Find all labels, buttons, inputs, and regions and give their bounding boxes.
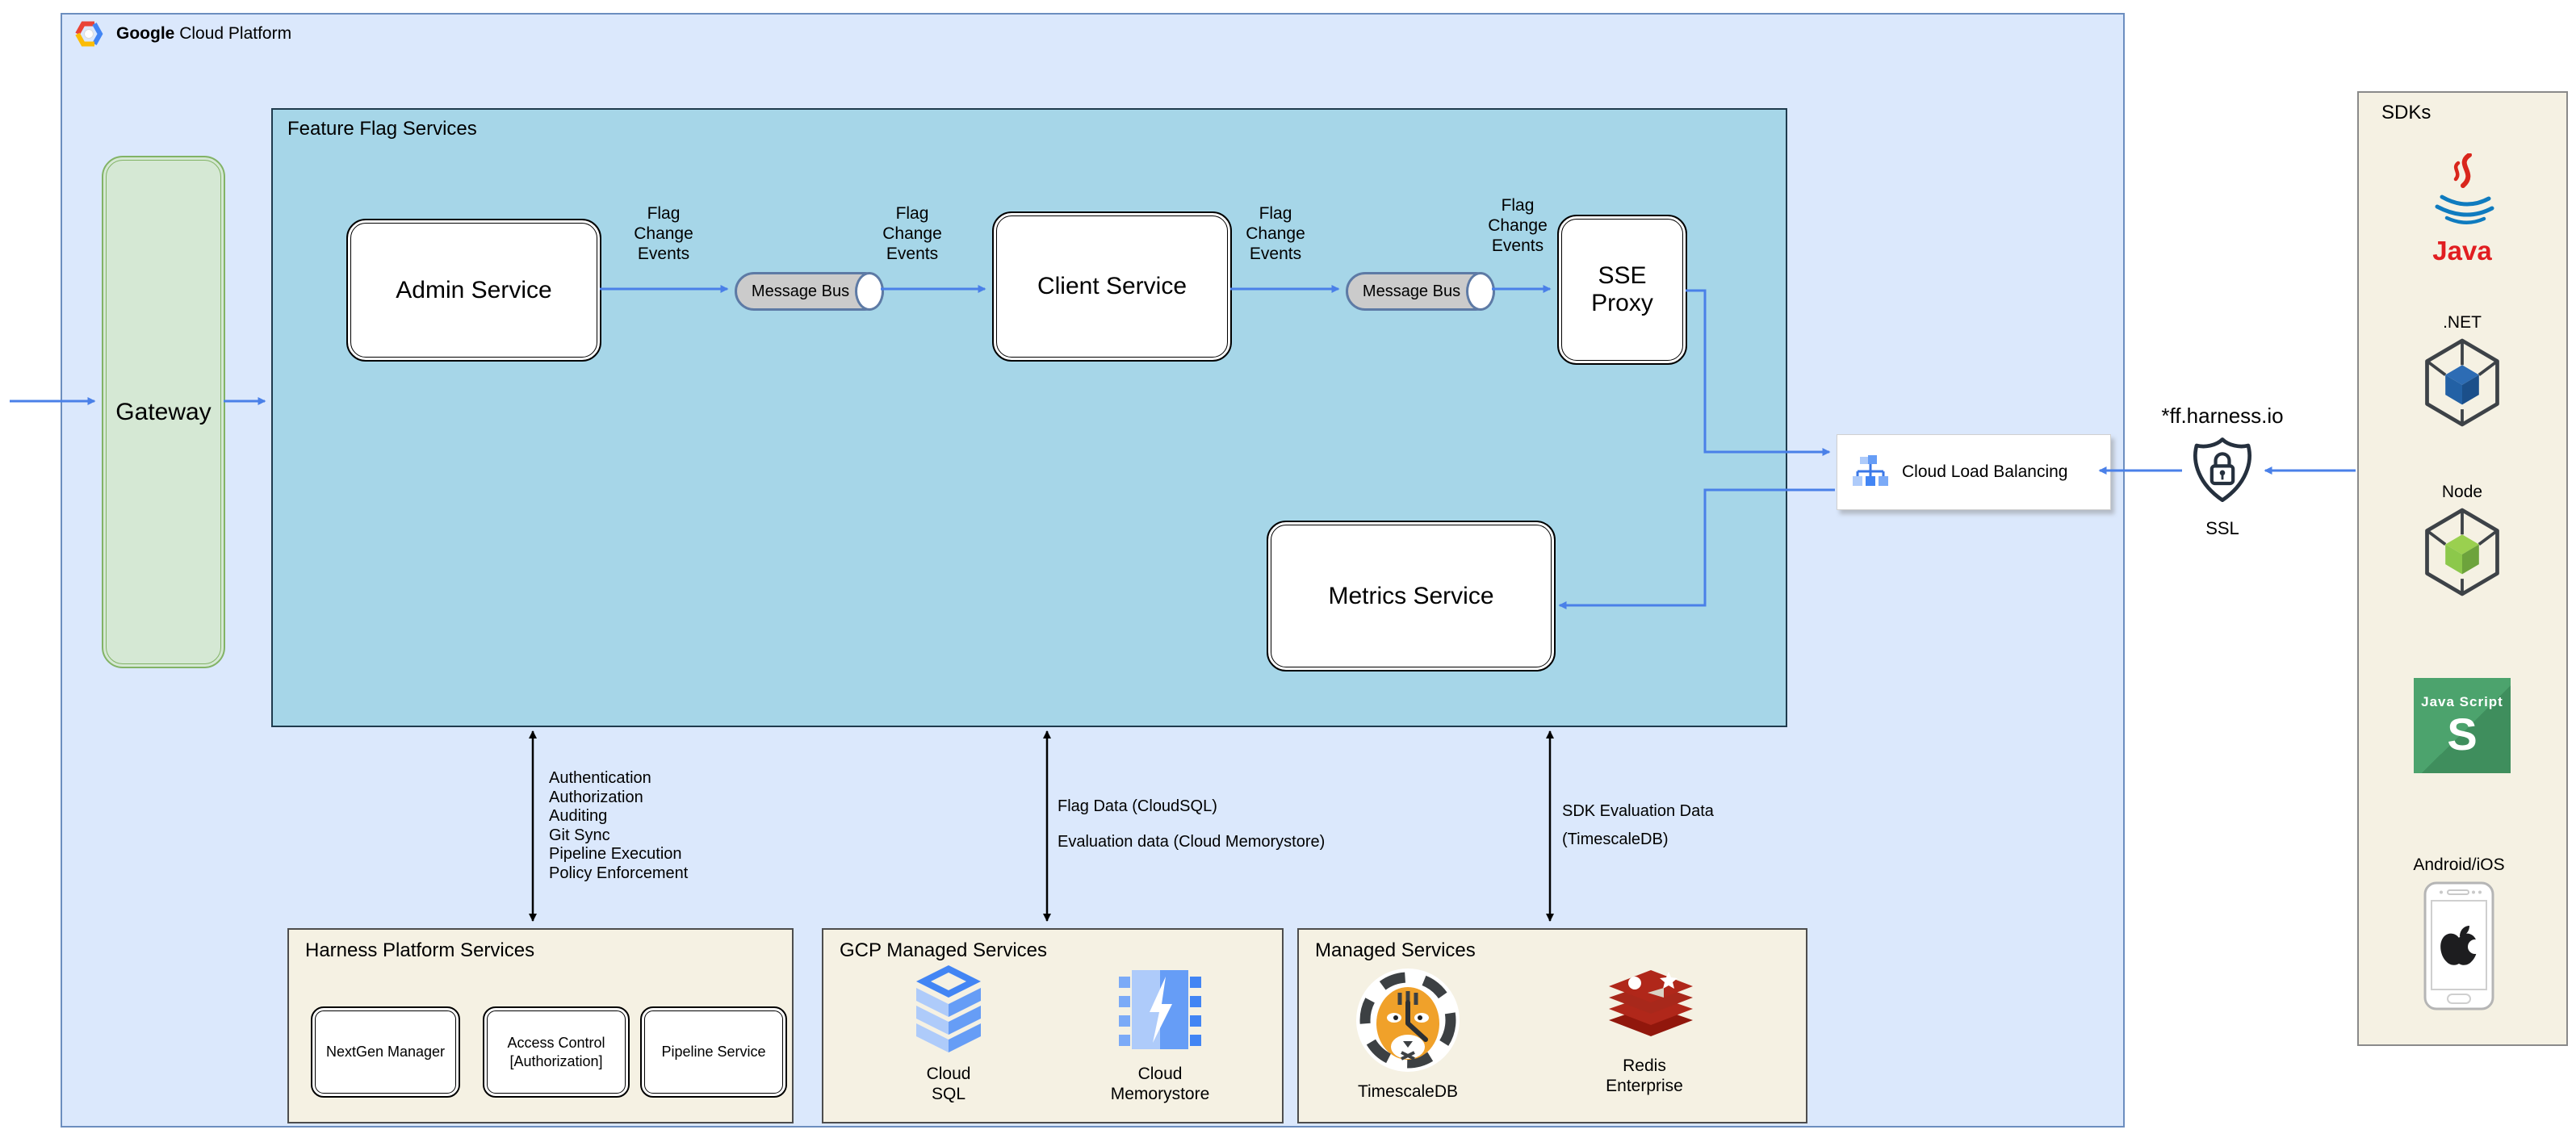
metrics-service-node: Metrics Service [1267, 521, 1556, 672]
message-bus-2-label: Message Bus [1362, 282, 1461, 300]
message-bus-1: Message Bus [735, 272, 884, 311]
sse-proxy-node: SSE Proxy [1557, 215, 1687, 365]
flag-change-events-label-1: Flag Change Events [634, 204, 693, 263]
nextgen-manager-label: NextGen Manager [325, 1044, 446, 1060]
cloud-load-balancing-node: Cloud Load Balancing [1837, 434, 2111, 510]
javascript-s-glyph: S [2447, 709, 2478, 759]
flag-change-events-label-3: Flag Change Events [1246, 204, 1305, 263]
dotnet-cube-icon [2425, 338, 2499, 427]
sse-proxy-label: SSE Proxy [1591, 262, 1653, 316]
cloud-sql-icon [916, 965, 981, 1052]
access-control-label: Access Control [Authorization] [507, 1034, 605, 1069]
platform-functions-list: Authentication Authorization Auditing Gi… [549, 769, 688, 883]
cloud-memorystore-icon [1119, 970, 1201, 1049]
harness-platform-services-title: Harness Platform Services [305, 939, 535, 961]
managed-services-title: Managed Services [1315, 939, 1476, 961]
cloud-sql-label: Cloud SQL [926, 1065, 971, 1103]
flag-change-events-label-4: Flag Change Events [1488, 196, 1548, 255]
client-service-node: Client Service [992, 211, 1232, 362]
node-label: Node [2441, 483, 2483, 501]
admin-service-label: Admin Service [396, 276, 552, 303]
java-label: Java [2432, 236, 2492, 266]
java-logo-icon [2435, 153, 2494, 224]
message-bus-cap-icon [1466, 272, 1495, 311]
gateway-node: Gateway [102, 156, 225, 668]
client-service-label: Client Service [1037, 273, 1187, 299]
gcp-title: Google Cloud Platform [116, 24, 291, 44]
platform-function-item: Authorization [549, 788, 643, 806]
flag-data-label: Flag Data (CloudSQL) [1058, 797, 1217, 815]
sdk-evaluation-line-1: SDK Evaluation Data [1562, 802, 1714, 820]
metrics-service-label: Metrics Service [1328, 582, 1494, 609]
android-ios-label: Android/iOS [2413, 856, 2505, 874]
sdk-evaluation-data-label: SDK Evaluation Data (TimescaleDB) [1562, 797, 1714, 854]
dotnet-label: .NET [2443, 313, 2482, 332]
gcp-managed-services-title: GCP Managed Services [840, 939, 1048, 961]
gcp-logo-icon [75, 21, 103, 47]
smartphone-apple-icon [2423, 881, 2494, 1010]
gcp-header: Google Cloud Platform [73, 19, 291, 48]
timescaledb-label: TimescaleDB [1357, 1082, 1459, 1101]
ssl-label: SSL [2205, 518, 2239, 538]
cloud-load-balancing-label: Cloud Load Balancing [1902, 462, 2068, 481]
node-cube-icon [2425, 508, 2499, 596]
redis-enterprise-label: Redis Enterprise [1606, 1056, 1683, 1095]
gcp-managed-services-panel [822, 928, 1284, 1123]
evaluation-data-label: Evaluation data (Cloud Memorystore) [1058, 833, 1326, 851]
gcp-title-bold: Google [116, 24, 175, 43]
flag-change-events-label-2: Flag Change Events [882, 204, 942, 263]
platform-function-item: Policy Enforcement [549, 864, 689, 882]
platform-function-item: Pipeline Execution [549, 845, 682, 863]
pipeline-service-label: Pipeline Service [661, 1044, 766, 1060]
gateway-label: Gateway [115, 398, 212, 425]
cloud-load-balancing-icon [1853, 455, 1888, 486]
redis-enterprise-icon [1609, 970, 1693, 1036]
platform-function-item: Auditing [549, 807, 608, 825]
message-bus-cap-icon [855, 272, 884, 311]
message-bus-2: Message Bus [1346, 272, 1495, 311]
javascript-badge-icon: Java Script S [2414, 678, 2511, 773]
admin-service-node: Admin Service [346, 219, 601, 362]
harness-domain-label: *ff.harness.io [2161, 404, 2284, 428]
platform-function-item: Git Sync [549, 826, 610, 844]
ssl-shield-lock-icon [2193, 437, 2251, 503]
message-bus-1-label: Message Bus [751, 282, 850, 300]
pipeline-service-node: Pipeline Service [640, 1006, 787, 1098]
platform-function-item: Authentication [549, 769, 651, 787]
gcp-title-rest: Cloud Platform [179, 24, 292, 43]
access-control-node: Access Control [Authorization] [483, 1006, 630, 1098]
sdk-evaluation-line-2: (TimescaleDB) [1562, 830, 1669, 848]
sdks-title: SDKs [2381, 102, 2431, 123]
javascript-label: Java Script [2421, 694, 2503, 709]
cloud-memorystore-label: Cloud Memorystore [1110, 1065, 1210, 1103]
timescaledb-tiger-icon [1356, 969, 1460, 1072]
nextgen-manager-node: NextGen Manager [311, 1006, 460, 1098]
feature-flag-services-title: Feature Flag Services [287, 118, 477, 140]
